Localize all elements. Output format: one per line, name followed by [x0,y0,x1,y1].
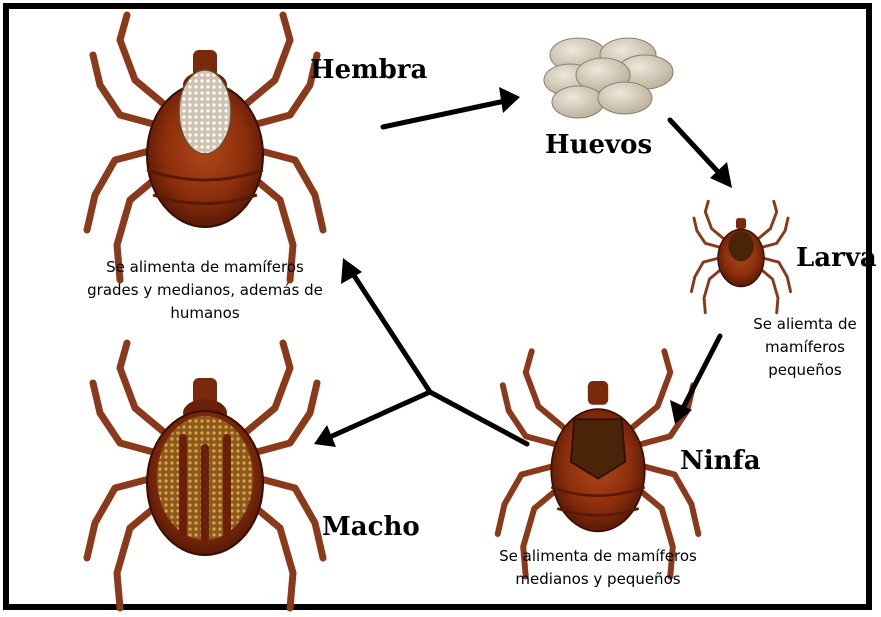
description-line: pequeños [745,359,865,382]
cycle-arrows [314,87,732,447]
arrow-huevos-to-larva [670,120,720,174]
tick-larva-icon [691,201,790,312]
description-line: grades y medianos, además de [70,279,340,302]
stage-label-hembra: Hembra [310,55,427,85]
stage-label-ninfa: Ninfa [680,446,761,476]
eggs-icon [544,38,673,118]
arrow-hembra-to-huevos [383,101,505,127]
tick-nymph-icon [498,351,699,576]
arrow-junction-to-macho [330,392,430,437]
tick-female-icon [87,15,323,280]
description-line: mamíferos [745,336,865,359]
description-ninfa: Se alimenta de mamíferos medianos y pequ… [478,545,718,591]
description-line: medianos y pequeños [478,568,718,591]
tick-male-icon [87,343,323,608]
description-line: Se alimenta de mamíferos [478,545,718,568]
arrow-junction-to-hembra [353,274,430,392]
stage-label-larva: Larva [796,243,877,273]
description-line: Se alimenta de mamíferos [70,256,340,279]
description-line: Se aliemta de [745,313,865,336]
description-line: humanos [70,302,340,325]
stage-label-huevos: Huevos [545,130,652,160]
description-hembra: Se alimenta de mamíferos grades y median… [70,256,340,325]
stage-label-macho: Macho [322,512,420,542]
arrow-larva-to-ninfa [683,336,720,408]
description-larva: Se aliemta de mamíferos pequeños [745,313,865,382]
arrow-head [499,87,520,113]
